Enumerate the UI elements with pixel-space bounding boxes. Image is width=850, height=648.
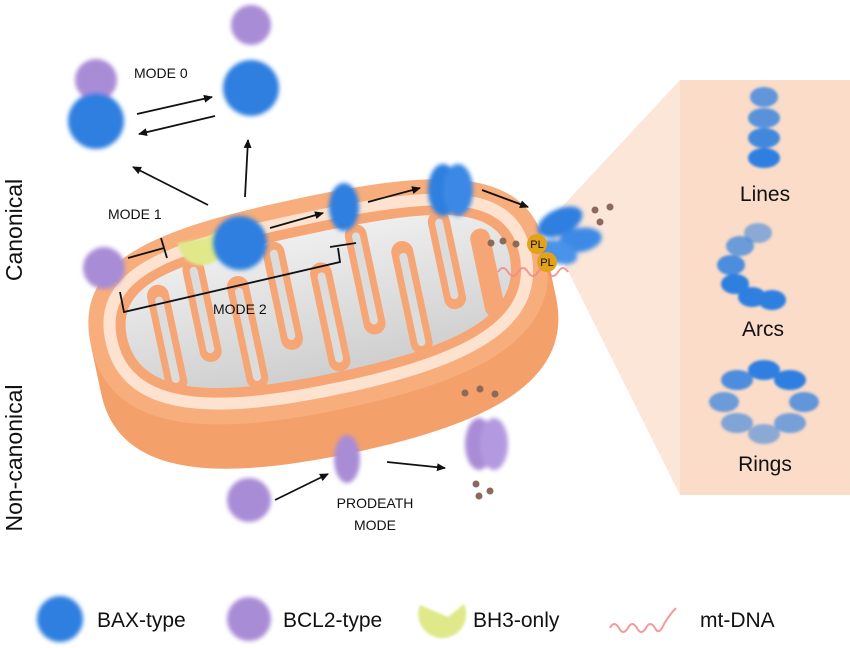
mode0-reverse-arrow: [138, 115, 216, 137]
mode0-proteins: [68, 5, 279, 149]
legend-bax-swatch: [37, 596, 83, 642]
mode1-label: MODE 1: [108, 206, 162, 222]
legend-mtdna-label: mt-DNA: [700, 609, 775, 632]
inset-projection: [545, 80, 680, 495]
mode0-label: MODE 0: [134, 65, 188, 81]
non-canonical-label: Non-canonical: [1, 384, 27, 531]
mode2-label: MODE 2: [213, 301, 267, 317]
pl-marker-1: [527, 234, 547, 254]
oligomer-arcs: [717, 223, 786, 310]
bax-dimerize-arrow: [367, 186, 421, 203]
bax-membrane-central: [213, 216, 267, 270]
legend-bcl2-label: BCL2-type: [283, 609, 382, 632]
pl-marker-2: [537, 252, 557, 272]
canonical-label: Canonical: [1, 179, 27, 281]
legend-bax-label: BAX-type: [97, 609, 186, 632]
to-free-bax-arrow: [243, 139, 252, 198]
mode2-bracket: [119, 247, 342, 314]
bcl2-dimer: [465, 418, 508, 470]
bax-oligomer-arrow: [481, 189, 529, 208]
legend-bh3-label: BH3-only: [473, 609, 560, 632]
legend-mtdna-swatch: [609, 607, 677, 633]
mtdna-strand: [497, 267, 569, 277]
bax-dimer: [428, 164, 473, 216]
pl-label-2: PL: [540, 257, 553, 269]
bax-inserted: [329, 183, 359, 231]
inset-lines-label: Lines: [740, 183, 790, 206]
to-mode0-arrow: [132, 166, 209, 206]
legend-bh3-swatch: [418, 604, 467, 639]
bcl2-insert-arrow: [274, 473, 329, 501]
bcl2-dimerize-arrow: [386, 461, 446, 472]
bax-pore-cluster: [537, 206, 602, 265]
inset-arcs-label: Arcs: [742, 318, 784, 341]
legend-bcl2-swatch: [227, 597, 271, 641]
oligomer-lines: [748, 87, 780, 168]
prodeath-label-line2: MODE: [354, 517, 396, 533]
bcl2-free-bottom: [227, 478, 271, 522]
oligomer-rings: [709, 360, 819, 444]
prodeath-label-line1: PRODEATH: [337, 495, 414, 511]
pl-label-1: PL: [530, 239, 543, 251]
legend: BAX-type BCL2-type BH3-only mt-DNA: [37, 596, 775, 642]
cytochrome-c-release-bottom: [461, 385, 499, 500]
bcl2-inserted: [334, 435, 360, 483]
mode0-forward-arrow: [136, 94, 213, 115]
inset-rings-label: Rings: [738, 453, 792, 476]
cytochrome-c-release-top: [487, 203, 614, 248]
bcl2-membrane-left: [83, 247, 125, 289]
mode1-inhibition-line: [127, 247, 165, 259]
bax-insert-arrow: [269, 211, 324, 229]
